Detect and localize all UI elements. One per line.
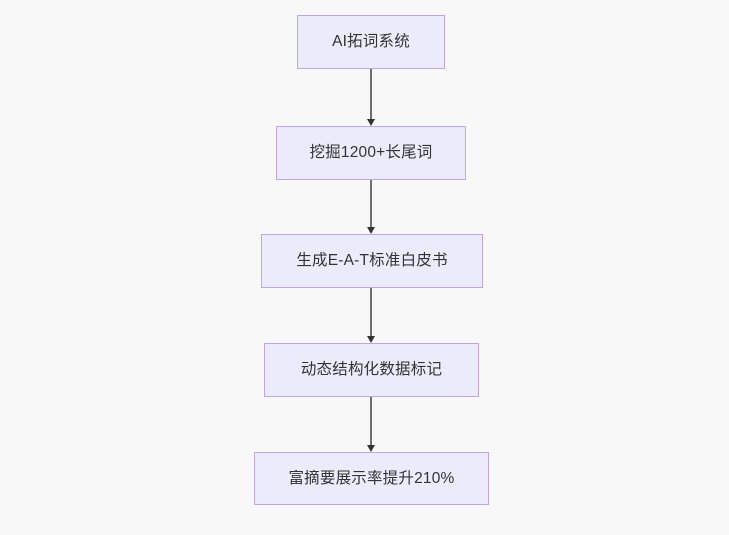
flowchart-edge-2 (370, 180, 372, 227)
flowchart-node-label: 富摘要展示率提升210% (288, 469, 455, 487)
flowchart-node-generate-eat-whitepaper[interactable]: 生成E-A-T标准白皮书 (261, 234, 483, 288)
flowchart-node-label: 动态结构化数据标记 (300, 361, 443, 379)
flowchart-node-label: 挖掘1200+长尾词 (309, 144, 433, 162)
down-arrow-icon (366, 445, 375, 452)
down-arrow-icon (366, 119, 375, 126)
flowchart-edge-1 (370, 69, 372, 119)
flowchart-edge-4 (370, 397, 372, 445)
flowchart-node-mine-longtail-keywords[interactable]: 挖掘1200+长尾词 (276, 126, 466, 180)
flowchart-edge-3 (370, 288, 372, 336)
flowchart-node-label: AI拓词系统 (332, 33, 410, 51)
flowchart-node-dynamic-structured-data-markup[interactable]: 动态结构化数据标记 (264, 343, 479, 397)
down-arrow-icon (366, 336, 375, 343)
flowchart-node-label: 生成E-A-T标准白皮书 (296, 252, 448, 270)
flowchart-node-rich-snippet-impression-uplift[interactable]: 富摘要展示率提升210% (254, 452, 489, 505)
flowchart-node-ai-keyword-system[interactable]: AI拓词系统 (297, 15, 445, 69)
down-arrow-icon (366, 227, 375, 234)
